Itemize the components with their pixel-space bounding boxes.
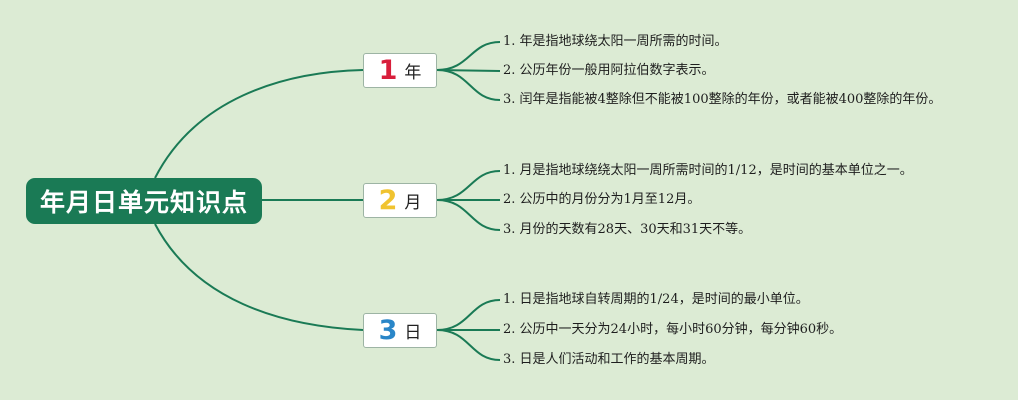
connector-root-to-year — [154, 69, 364, 179]
number-badge: 3 — [378, 315, 398, 346]
number-badge: 1 — [378, 55, 398, 86]
leaf-year-3[interactable]: 3. 闰年是指能被4整除但不能被100整除的年份，或者能被400整除的年份。 — [503, 92, 942, 107]
branch-label: 月 — [404, 193, 422, 213]
branch-year[interactable]: 1 年 — [363, 53, 437, 88]
connector-year-leaf-1 — [436, 41, 501, 71]
connector-day-leaf-3 — [436, 329, 501, 361]
root-title: 年月日单元知识点 — [39, 188, 248, 217]
root-topic[interactable]: 年月日单元知识点 — [26, 178, 262, 224]
leaf-month-3[interactable]: 3. 月份的天数有28天、30天和31天不等。 — [503, 222, 752, 237]
connector-year-leaf-2 — [436, 69, 501, 72]
branch-day[interactable]: 3 日 — [363, 313, 437, 348]
branch-label: 日 — [404, 323, 422, 343]
leaf-year-1[interactable]: 1. 年是指地球绕太阳一周所需的时间。 — [503, 34, 728, 49]
leaf-month-1[interactable]: 1. 月是指地球绕绕太阳一周所需时间的1/12，是时间的基本单位之一。 — [503, 163, 913, 178]
connector-month-leaf-1 — [436, 170, 501, 201]
connector-year-leaf-3 — [436, 69, 501, 101]
leaf-year-2[interactable]: 2. 公历年份一般用阿拉伯数字表示。 — [503, 63, 715, 78]
leaf-day-2[interactable]: 2. 公历中一天分为24小时，每小时60分钟，每分钟60秒。 — [503, 322, 843, 337]
number-badge: 2 — [378, 185, 398, 216]
connector-root-to-day — [154, 223, 364, 331]
leaf-day-3[interactable]: 3. 日是人们活动和工作的基本周期。 — [503, 352, 715, 367]
connector-month-leaf-3 — [436, 199, 501, 231]
branch-month[interactable]: 2 月 — [363, 183, 437, 218]
connector-day-leaf-1 — [436, 299, 501, 331]
leaf-day-1[interactable]: 1. 日是指地球自转周期的1/24，是时间的最小单位。 — [503, 292, 809, 307]
leaf-month-2[interactable]: 2. 公历中的月份分为1月至12月。 — [503, 192, 701, 207]
branch-label: 年 — [404, 63, 422, 83]
